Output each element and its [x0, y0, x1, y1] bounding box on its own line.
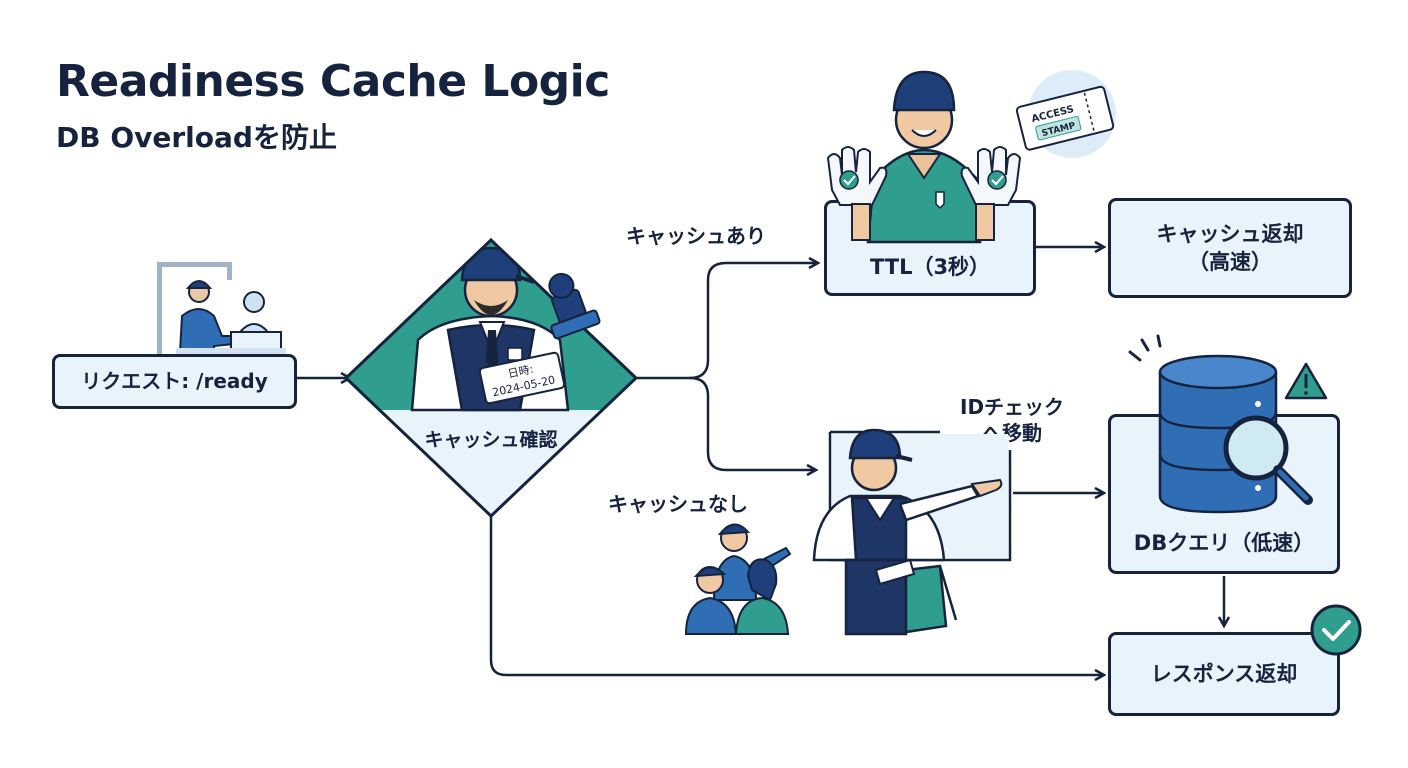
edge-label-cache-hit: キャッシュあり: [626, 224, 766, 248]
arrow-check-to-ttl: [636, 263, 818, 380]
access-stamp-ticket: ACCESS STAMP: [1015, 85, 1115, 151]
svg-text:日時:: 日時:: [507, 363, 535, 381]
stamp-icon: [548, 272, 601, 340]
arrow-check-to-response: [489, 516, 1104, 675]
page-subtitle: DB Overloadを防止: [56, 121, 337, 154]
cache-return-node: キャッシュ返却 （高速）: [1108, 198, 1352, 298]
date-badge: 日時: 2024-05-20: [478, 351, 566, 405]
cache-return-label-line1: キャッシュ返却: [1156, 221, 1304, 246]
response-return-node: レスポンス返却: [1108, 632, 1340, 716]
page-title: Readiness Cache Logic: [56, 56, 610, 107]
alert-burst-icon: [1128, 334, 1162, 362]
db-query-label: DBクエリ（低速）: [1133, 530, 1315, 555]
arrow-check-to-idcheck: [689, 376, 816, 470]
database-icon: [1158, 354, 1278, 514]
cache-return-label-line2: （高速）: [1188, 250, 1272, 274]
success-check-icon: [1310, 604, 1362, 656]
magnifier-icon: [1223, 415, 1313, 505]
edge-label-id-check-line1: IDチェック: [960, 395, 1065, 419]
edge-label-id-check: IDチェック へ移動: [960, 394, 1064, 446]
ttl-label: TTL（3秒）: [869, 254, 991, 279]
warning-icon: [1284, 362, 1328, 400]
right-hand-check-icon: [960, 146, 1022, 241]
queue-people: [684, 523, 792, 635]
edge-label-cache-miss: キャッシュなし: [608, 492, 748, 516]
request-node: リクエスト: /ready: [52, 354, 297, 409]
cache-check-label: キャッシュ確認: [424, 429, 558, 451]
left-hand-check-icon: [826, 146, 888, 241]
